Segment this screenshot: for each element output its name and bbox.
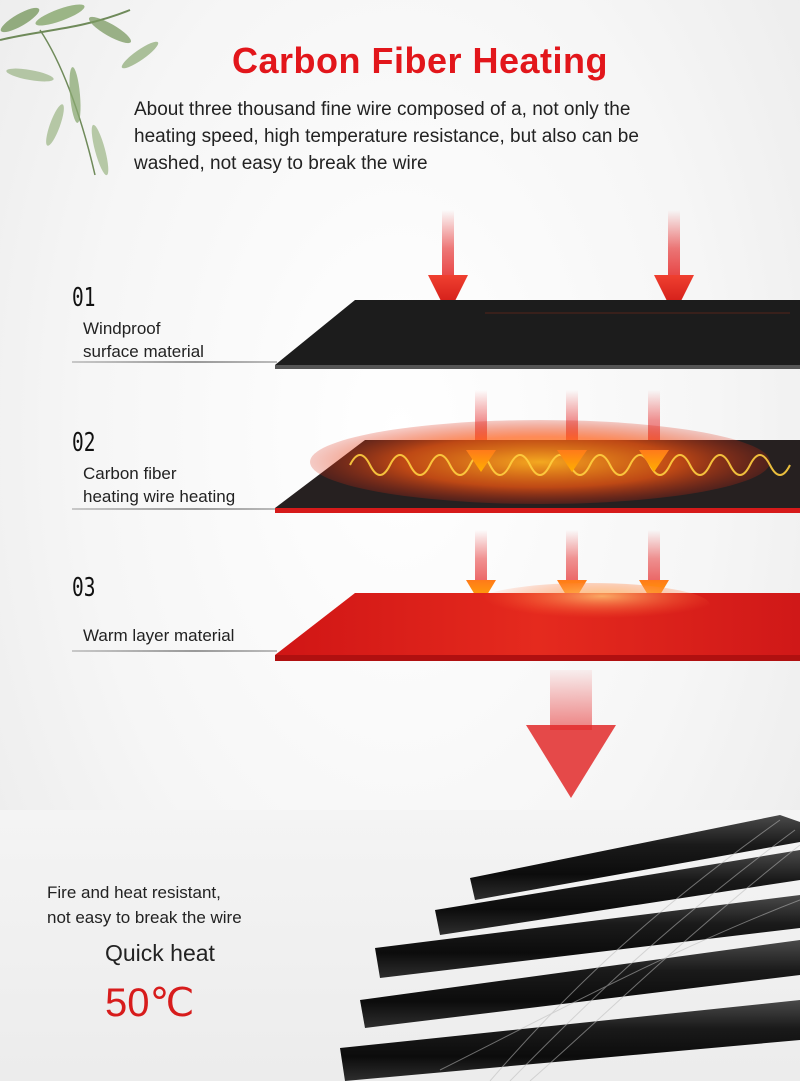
layer-03-label: Warm layer material: [83, 626, 235, 645]
fire-resistant-text: Fire and heat resistant, not easy to bre…: [47, 883, 242, 927]
description-text: About three thousand fine wire composed …: [134, 99, 639, 174]
layer-01-number: 01: [72, 283, 96, 313]
layer-01-label: Windproof surface material: [83, 319, 204, 361]
layer-01-leader-line: [72, 361, 277, 363]
temperature-value: 50℃: [105, 981, 195, 1025]
layer-02-number: 02: [72, 428, 96, 458]
heating-layers-illustration: [275, 210, 800, 798]
leaf-branch-image: [0, 4, 159, 176]
page-title: Carbon Fiber Heating: [231, 40, 609, 81]
layer-02-leader-line: [72, 508, 277, 510]
layer-03-leader-line: [72, 650, 277, 652]
layer-02-label: Carbon fiber heating wire heating: [83, 464, 236, 506]
quick-heat-label: Quick heat: [105, 940, 215, 966]
layer-03-number: 03: [72, 573, 96, 603]
carbon-fiber-image: [340, 815, 800, 1081]
